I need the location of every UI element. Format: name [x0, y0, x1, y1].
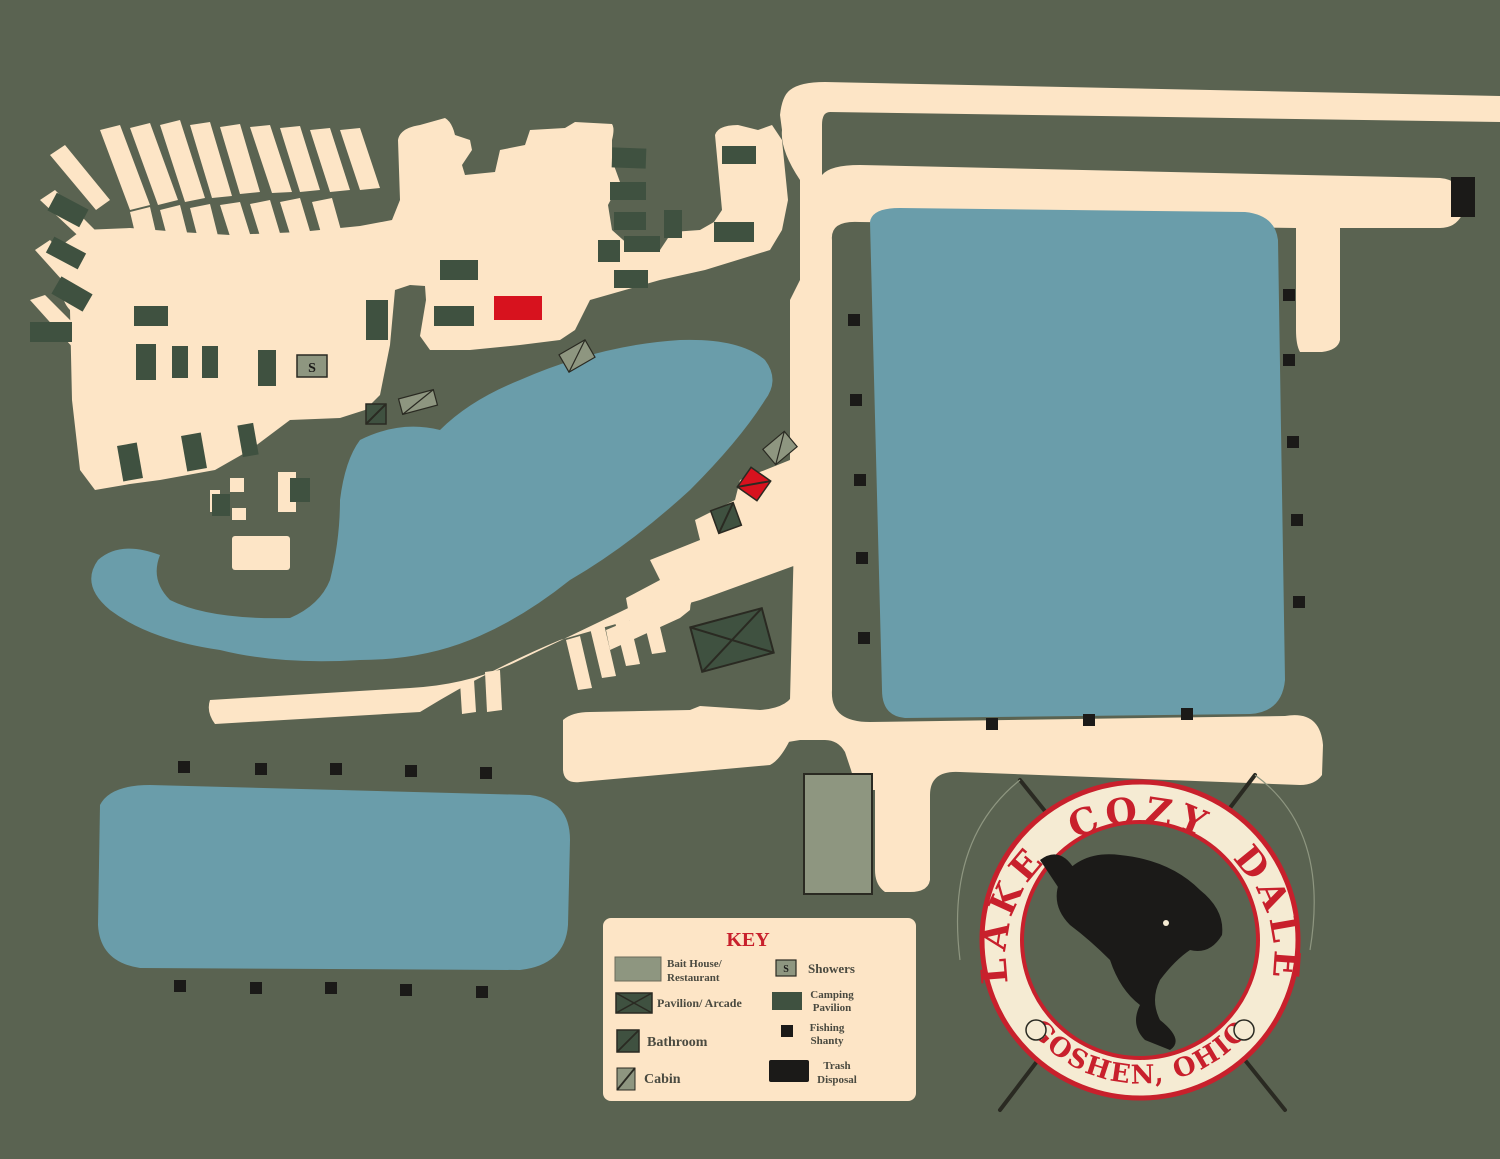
key-shanty-line1: Fishing	[810, 1022, 845, 1034]
campsite-spokes	[30, 120, 565, 350]
trash-disposal	[1451, 177, 1475, 217]
key-title: KEY	[726, 929, 770, 951]
catfish-icon	[1040, 854, 1223, 1050]
showers-swatch-glyph: S	[783, 964, 789, 975]
highlight-bathroom	[736, 466, 772, 502]
key-bait-line2: Restaurant	[667, 972, 720, 984]
key-bait-line1: Bait House/	[667, 958, 723, 970]
showers-swatch: S	[775, 959, 797, 977]
bait-house-swatch	[614, 956, 662, 982]
key-showers-label: Showers	[808, 961, 855, 976]
cabins	[397, 339, 798, 466]
showers-glyph: S	[308, 361, 316, 376]
fishing-shanties	[174, 289, 1305, 998]
camping-pavilions	[30, 146, 756, 516]
bathroom-1	[365, 403, 387, 425]
trash-disposal-swatch	[769, 1060, 809, 1082]
fishing-shanty-swatch	[781, 1025, 793, 1037]
key-trash-line2: Disposal	[817, 1074, 857, 1086]
showers-building: S	[296, 354, 328, 378]
paths-layer	[30, 82, 1500, 892]
key-camping-line2: Pavilion	[813, 1002, 852, 1014]
bathroom-2	[709, 501, 743, 535]
road-southwest	[208, 470, 822, 724]
camping-pavilion-swatch	[772, 992, 802, 1010]
key-cabin-label: Cabin	[644, 1072, 681, 1087]
highlight-building	[494, 296, 542, 320]
docks	[460, 602, 666, 714]
pavilion-arcade	[689, 606, 775, 674]
water-layer	[91, 208, 1285, 970]
campsite-area	[61, 118, 788, 490]
lake-east	[870, 208, 1285, 718]
map-key: KEY Bait House/ Restaurant Pavilion/ Arc…	[603, 918, 916, 1101]
bait-house-restaurant	[803, 773, 873, 895]
anchor-emblem-left	[1025, 1019, 1047, 1041]
key-pavilion-label: Pavilion/ Arcade	[657, 996, 742, 1010]
key-bathroom-label: Bathroom	[647, 1035, 708, 1050]
cabin-swatch	[616, 1067, 636, 1091]
lake-cozy-dale-logo: LAKE COZY DALE GOSHEN, OHIO	[957, 773, 1315, 1112]
anchor-emblem-right	[1233, 1019, 1255, 1041]
lake-southwest	[98, 785, 570, 970]
bathroom-swatch	[616, 1029, 640, 1053]
key-camping-line1: Camping	[810, 989, 854, 1001]
southwest-blocks	[210, 472, 296, 570]
bathrooms	[365, 403, 743, 535]
pavilion-arcade-swatch	[615, 992, 653, 1014]
key-trash-line1: Trash	[823, 1060, 850, 1072]
key-shanty-line2: Shanty	[810, 1035, 844, 1047]
lake-center	[91, 339, 773, 662]
road-south-loop	[770, 240, 822, 745]
